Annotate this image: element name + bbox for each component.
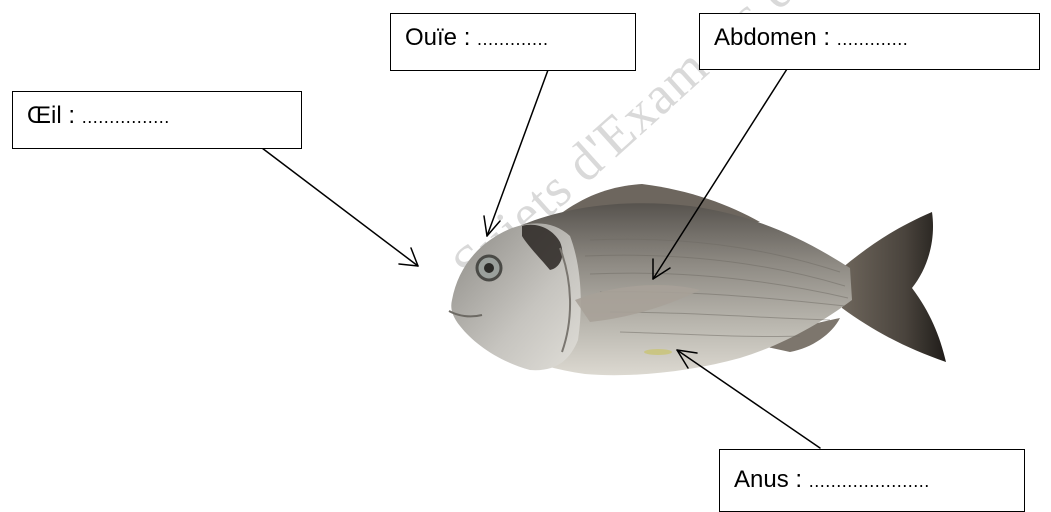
label-abdomen: Abdomen : ............. — [699, 13, 1040, 70]
label-oeil-name: Œil — [27, 102, 62, 129]
label-anus-name: Anus — [734, 466, 789, 493]
label-abdomen-name: Abdomen — [714, 24, 817, 51]
label-anus-separator: : — [789, 466, 809, 493]
leader-oeil — [262, 148, 418, 266]
label-ouie: Ouïe : ............. — [390, 13, 636, 71]
label-oeil-blank[interactable]: ................ — [82, 107, 170, 127]
leader-anus — [677, 350, 820, 448]
fish-head — [451, 223, 581, 370]
label-ouie-separator: : — [457, 24, 477, 51]
label-ouie-name: Ouïe — [405, 24, 457, 51]
tail-fin — [842, 212, 946, 362]
arrow-icon — [484, 216, 500, 236]
label-abdomen-separator: : — [817, 24, 837, 51]
label-oeil: Œil : ................ — [12, 91, 302, 149]
label-abdomen-blank[interactable]: ............. — [837, 29, 909, 49]
fish — [449, 184, 946, 375]
label-anus-blank[interactable]: ...................... — [809, 471, 930, 491]
leader-ouie — [487, 70, 548, 236]
label-oeil-separator: : — [62, 102, 82, 129]
label-anus: Anus : ...................... — [719, 449, 1025, 512]
label-ouie-blank[interactable]: ............. — [477, 29, 549, 49]
